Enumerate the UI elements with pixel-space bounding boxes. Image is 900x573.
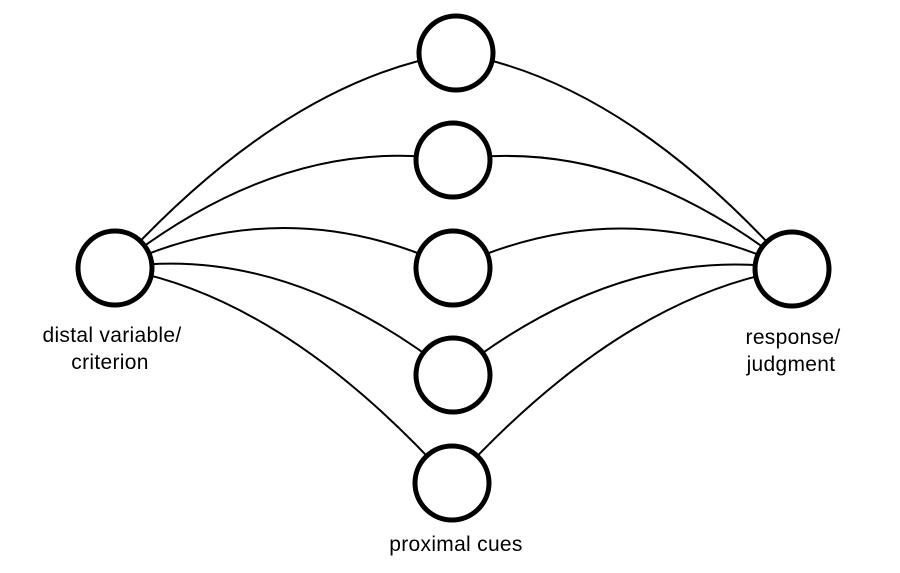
edge-distal-to-cue-4: [114, 262, 454, 376]
edge-distal-to-cue-5: [114, 267, 453, 484]
node-response-judgment: [752, 229, 832, 309]
proximal-cues-label: proximal cues: [389, 533, 522, 556]
node-distal-variable: [75, 228, 155, 308]
edge-cue-3-to-response: [452, 227, 793, 270]
edge-distal-to-cue-3: [114, 227, 454, 269]
distal-variable-label-line1: distal variable/: [42, 324, 181, 347]
node-proximal-cue-4: [413, 335, 493, 415]
node-proximal-cue-2: [413, 120, 493, 200]
edge-distal-to-cue-2: [114, 154, 454, 269]
node-proximal-cue-3: [413, 228, 493, 308]
response-judgment-label-line2: judgment: [746, 353, 836, 376]
edge-cue-1-to-response: [455, 52, 793, 270]
node-circles: [75, 13, 832, 523]
edge-distal-to-cue-1: [114, 52, 457, 269]
node-proximal-cue-5: [412, 443, 492, 523]
edge-cue-5-to-response: [451, 268, 793, 484]
node-proximal-cue-1: [416, 13, 496, 93]
edge-curves: [114, 52, 793, 484]
response-judgment-label-line1: response/: [746, 326, 841, 349]
edge-cue-4-to-response: [452, 263, 793, 376]
distal-variable-label-line2: criterion: [71, 351, 148, 374]
edge-cue-2-to-response: [452, 154, 793, 270]
